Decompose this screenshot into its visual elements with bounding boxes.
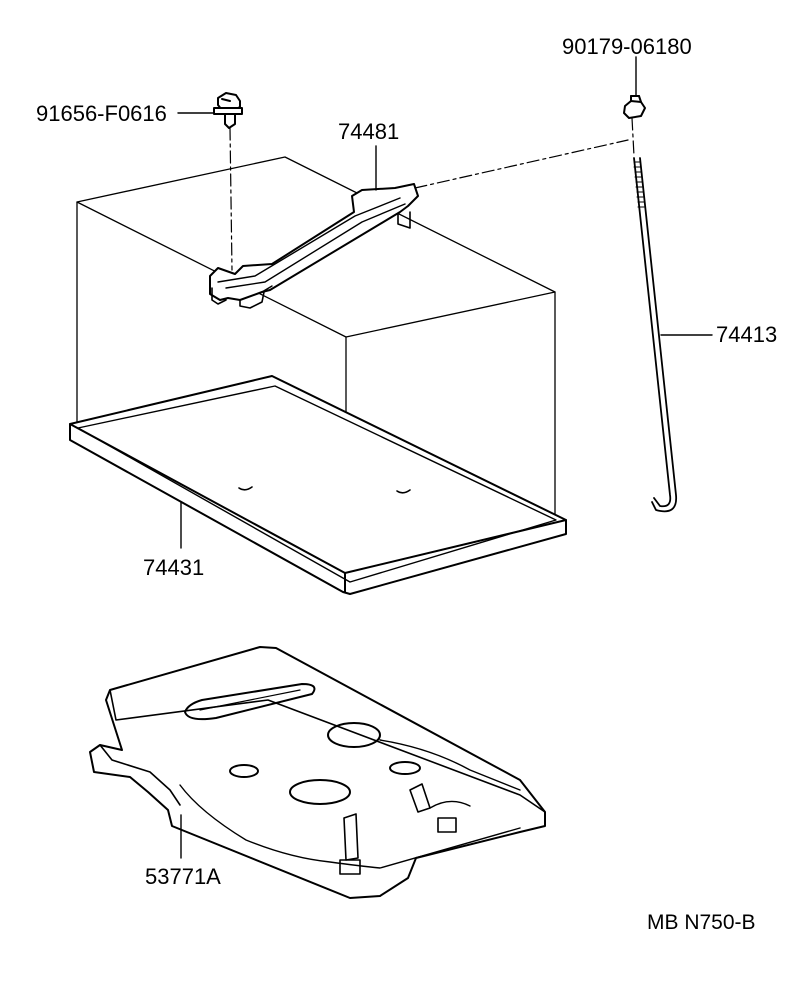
leader-lines: [177, 56, 713, 859]
bolt: [213, 92, 243, 129]
part-label-rod: 74413: [716, 322, 778, 347]
part-label-bolt: 91656-F0616: [36, 101, 167, 126]
battery-carrier: [89, 646, 546, 899]
part-label-tray: 74431: [143, 555, 205, 580]
diagram-code: MB N750-B: [647, 911, 756, 934]
part-label-clamp: 74481: [338, 119, 400, 144]
battery-tray: [69, 375, 567, 595]
part-label-carrier: 53771A: [145, 864, 221, 889]
part-label-nut: 90179-06180: [562, 34, 692, 59]
battery-rod: [633, 157, 678, 513]
nut: [623, 95, 646, 119]
battery-clamp: [209, 183, 419, 309]
assembly-lines: [229, 117, 635, 271]
